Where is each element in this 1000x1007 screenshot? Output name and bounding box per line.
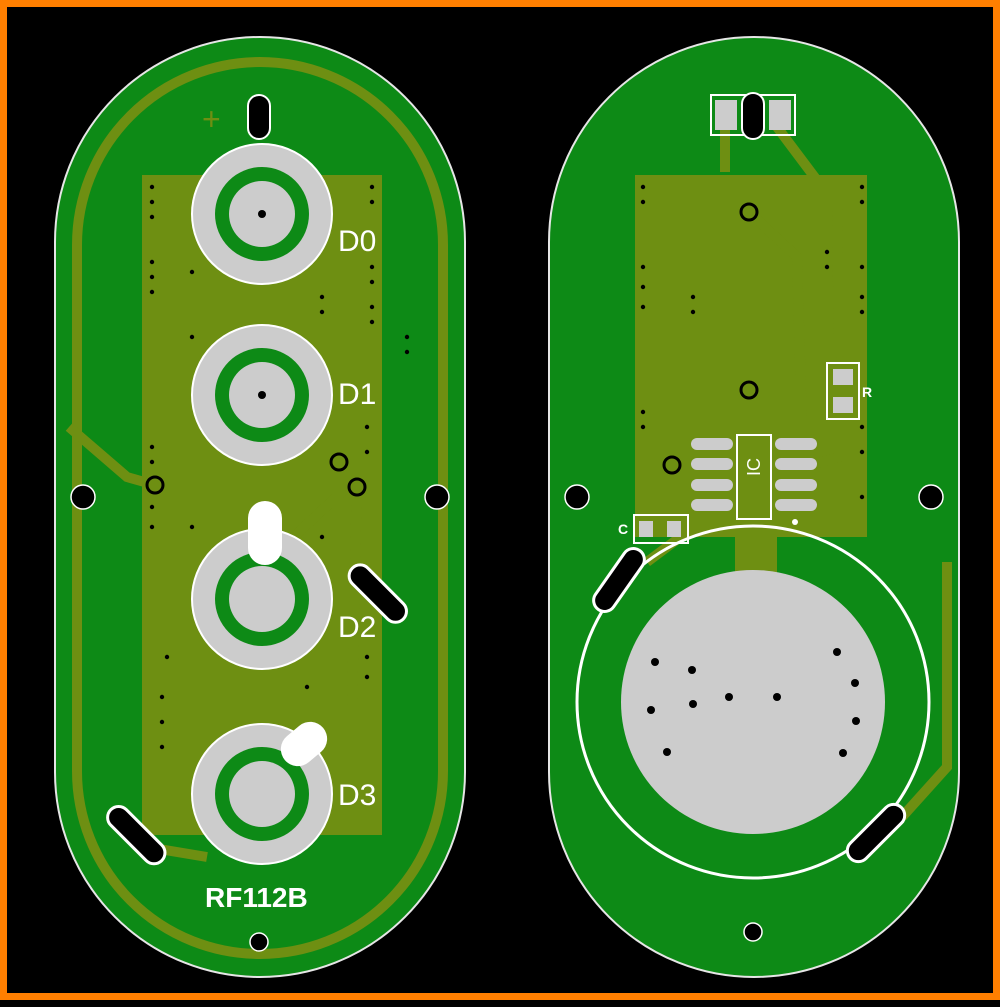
ic-chip <box>691 434 817 525</box>
battery-pad-vias <box>647 648 860 757</box>
label-r: R <box>862 384 872 400</box>
back-trace-b <box>773 124 844 358</box>
top-connector <box>710 92 796 140</box>
back-vias <box>640 184 865 500</box>
back-mount-hole-right <box>918 484 944 510</box>
button-pad-d2 <box>191 501 333 670</box>
capacitor-c <box>633 514 689 544</box>
front-battery-slot-left <box>106 804 167 866</box>
board-name: RF112B <box>205 882 308 913</box>
back-trace-f <box>898 562 952 821</box>
back-via-large-2 <box>739 380 759 400</box>
label-ic: IC <box>744 458 764 476</box>
front-mount-hole-bottom <box>249 932 269 952</box>
button-pad-d3 <box>191 721 333 865</box>
d3-jumper-pad <box>280 721 328 767</box>
front-via-large-1 <box>145 475 165 495</box>
back-mount-hole-bottom <box>743 922 763 942</box>
d2-jumper-pad <box>248 501 282 565</box>
back-board: R IC C <box>145 36 960 978</box>
back-copper-pour <box>635 175 867 537</box>
back-via-large-1 <box>739 202 759 222</box>
front-top-slot <box>247 94 271 140</box>
front-via-large-3 <box>347 477 367 497</box>
button-pad-d0 <box>191 143 333 285</box>
front-mount-hole-left <box>70 484 96 510</box>
front-vias <box>149 184 410 750</box>
button-pad-d1 <box>191 324 333 466</box>
back-battery-slot-left <box>592 547 646 613</box>
battery-contact-pad <box>621 570 885 834</box>
front-via-large-2 <box>329 452 349 472</box>
front-battery-slot-right <box>347 563 408 624</box>
label-d3: D3 <box>338 779 376 812</box>
back-battery-slot-right <box>845 802 907 864</box>
label-c: C <box>618 521 628 537</box>
polarity-mark: + <box>202 101 221 137</box>
ic-pin1-marker <box>792 519 798 525</box>
label-d2: D2 <box>338 611 376 644</box>
pcb-render: + D0 D1 D2 D3 RF112B <box>54 36 960 978</box>
back-via-large-3 <box>662 455 682 475</box>
front-mount-hole-right <box>424 484 450 510</box>
label-d0: D0 <box>338 225 376 258</box>
resistor-r <box>826 362 860 420</box>
front-board: + D0 D1 D2 D3 RF112B <box>54 36 466 978</box>
label-d1: D1 <box>338 378 376 411</box>
battery-outline <box>575 524 931 880</box>
back-mount-hole-left <box>564 484 590 510</box>
back-trace-d <box>668 386 753 469</box>
front-trace-left <box>65 423 157 490</box>
